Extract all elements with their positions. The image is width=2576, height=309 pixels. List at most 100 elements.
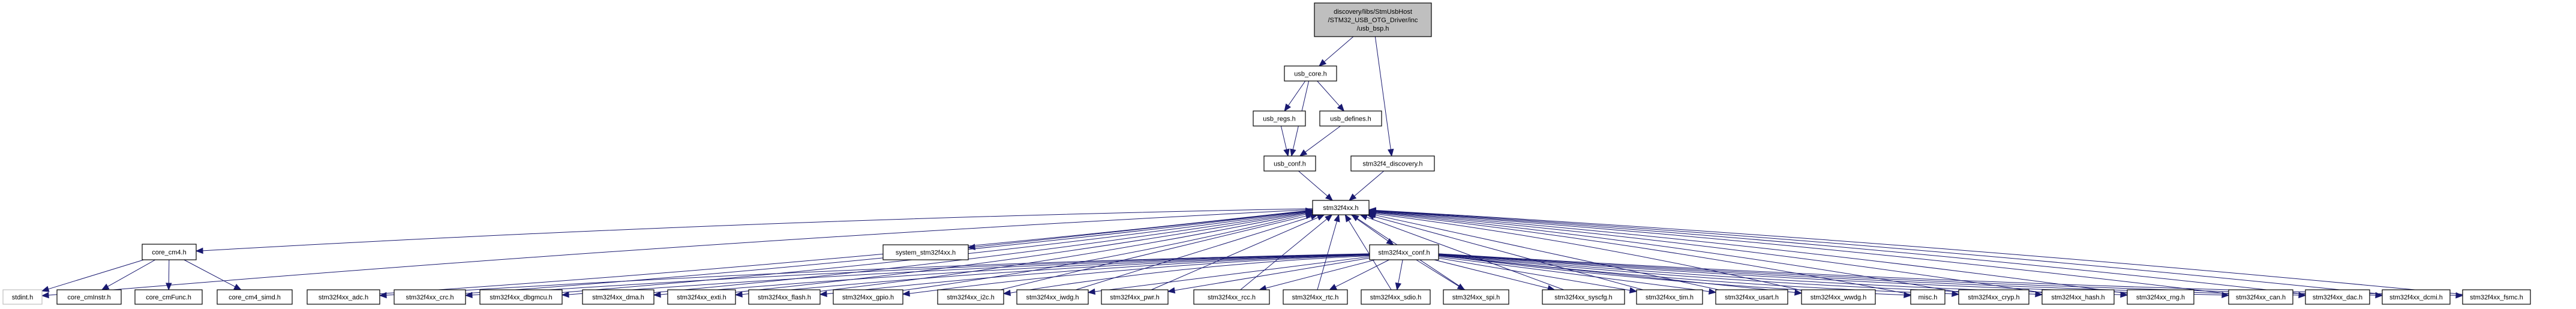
node-simd[interactable]: core_cm4_simd.h: [217, 289, 293, 305]
node-syscfg[interactable]: stm32f4xx_syscfg.h: [1542, 289, 1625, 305]
node-stdint[interactable]: stdint.h: [2, 289, 43, 305]
node-rcc[interactable]: stm32f4xx_rcc.h: [1193, 289, 1270, 305]
edge-line: [1375, 212, 1911, 295]
node-box: [1715, 289, 1788, 305]
node-system[interactable]: system_stm32f4xx.h: [882, 244, 969, 260]
node-box: [2228, 289, 2293, 305]
edge-line: [1335, 259, 1389, 287]
node-label: stm32f4xx_dma.h: [592, 294, 644, 301]
node-exti[interactable]: stm32f4xx_exti.h: [667, 289, 736, 305]
edge-conf-to-crc: [464, 253, 1370, 298]
node-iwdg[interactable]: stm32f4xx_iwdg.h: [1016, 289, 1089, 305]
edge-conf-to-dbgmcu: [561, 253, 1370, 298]
arrowhead-icon: [1329, 284, 1337, 290]
node-cmInstr[interactable]: core_cmInstr.h: [56, 289, 122, 305]
edge-line: [909, 254, 1370, 294]
node-usb-regs[interactable]: usb_regs.h: [1253, 110, 1306, 127]
node-usart[interactable]: stm32f4xx_usart.h: [1715, 289, 1788, 305]
edge-line: [184, 259, 236, 287]
node-i2c[interactable]: stm32f4xx_i2c.h: [937, 289, 1004, 305]
edge-line: [379, 210, 1307, 295]
node-rtc[interactable]: stm32f4xx_rtc.h: [1283, 289, 1348, 305]
node-cmFunc[interactable]: core_cmFunc.h: [134, 289, 203, 305]
edges-layer: [41, 36, 2464, 299]
node-label: stm32f4xx_rng.h: [2136, 294, 2185, 301]
node-box: [2041, 289, 2115, 305]
node-dac[interactable]: stm32f4xx_dac.h: [2305, 289, 2370, 305]
edge-conf-to-adc: [379, 253, 1370, 299]
node-box: [217, 289, 293, 305]
edge-line: [48, 259, 144, 290]
node-hash[interactable]: stm32f4xx_hash.h: [2041, 289, 2115, 305]
node-box: [1542, 289, 1625, 305]
edge-stm32f4xx-to-core_cm4: [195, 208, 1313, 254]
edge-conf-to-spi: [1416, 259, 1466, 290]
arrowhead-icon: [41, 286, 50, 292]
edge-dma-to-stm32f4xx: [653, 209, 1314, 293]
node-usb-core[interactable]: usb_core.h: [1284, 65, 1337, 82]
node-label: stm32f4xx_tim.h: [1646, 294, 1694, 301]
node-wwdg[interactable]: stm32f4xx_wwdg.h: [1801, 289, 1876, 305]
arrowhead-icon: [1351, 214, 1359, 221]
edge-usb_core-to-usb_defines: [1317, 80, 1345, 112]
arrowhead-icon: [902, 290, 910, 297]
node-label: stm32f4_discovery.h: [1362, 161, 1422, 168]
node-label: stm32f4xx_gpio.h: [842, 294, 894, 301]
node-rng[interactable]: stm32f4xx_rng.h: [2127, 289, 2194, 305]
arrowhead-icon: [464, 292, 473, 298]
node-tim[interactable]: stm32f4xx_tim.h: [1636, 289, 1703, 305]
node-adc[interactable]: stm32f4xx_adc.h: [307, 289, 380, 305]
node-box: [937, 289, 1004, 305]
node-box: [667, 289, 736, 305]
node-stm32f4xx[interactable]: stm32f4xx.h: [1312, 200, 1370, 215]
node-can[interactable]: stm32f4xx_can.h: [2228, 289, 2293, 305]
node-misc[interactable]: misc.h: [1910, 289, 1945, 305]
node-fsmc[interactable]: stm32f4xx_fsmc.h: [2462, 289, 2531, 305]
node-discovery[interactable]: stm32f4_discovery.h: [1350, 155, 1435, 172]
edge-line: [1240, 218, 1328, 290]
edge-line: [1438, 256, 1710, 292]
arrowhead-icon: [819, 290, 827, 298]
node-label: stm32f4xx_can.h: [2236, 294, 2286, 301]
node-label: system_stm32f4xx.h: [896, 250, 956, 257]
node-usb-defines[interactable]: usb_defines.h: [1319, 110, 1382, 127]
node-box: [1312, 200, 1370, 215]
node-crc[interactable]: stm32f4xx_crc.h: [394, 289, 466, 305]
node-dcmi[interactable]: stm32f4xx_dcmi.h: [2382, 289, 2451, 305]
node-label: stm32f4xx_fsmc.h: [2470, 294, 2523, 301]
node-label: stm32f4xx_dac.h: [2313, 294, 2362, 301]
arrowhead-icon: [1951, 290, 1960, 297]
node-label: core_cmInstr.h: [67, 294, 110, 301]
arrowhead-icon: [1319, 59, 1327, 67]
node-dma[interactable]: stm32f4xx_dma.h: [582, 289, 654, 305]
node-conf[interactable]: stm32f4xx_conf.h: [1369, 244, 1439, 260]
edge-conf-to-rtc: [1329, 259, 1389, 290]
edge-line: [1317, 221, 1338, 290]
arrowhead-icon: [1368, 207, 1376, 214]
node-box: [748, 289, 821, 305]
node-label: core_cmFunc.h: [146, 294, 191, 301]
node-label: stm32f4xx_dbgmcu.h: [490, 294, 553, 301]
edge-line: [1434, 259, 1548, 289]
edge-line: [1317, 80, 1340, 107]
edge-rtc-to-stm32f4xx: [1317, 214, 1340, 290]
edge-conf-to-cryp: [1438, 254, 1960, 297]
node-label: stm32f4xx_adc.h: [319, 294, 368, 301]
node-usb-conf[interactable]: usb_conf.h: [1263, 155, 1316, 172]
edge-line: [1305, 125, 1341, 152]
node-pwr[interactable]: stm32f4xx_pwr.h: [1101, 289, 1169, 305]
node-gpio[interactable]: stm32f4xx_gpio.h: [833, 289, 903, 305]
node-cryp[interactable]: stm32f4xx_cryp.h: [1958, 289, 2029, 305]
node-flash[interactable]: stm32f4xx_flash.h: [748, 289, 821, 305]
node-dbgmcu[interactable]: stm32f4xx_dbgmcu.h: [479, 289, 563, 305]
edge-line: [568, 253, 1370, 295]
arrowhead-icon: [1349, 193, 1357, 201]
node-core-cm4[interactable]: core_cm4.h: [142, 244, 197, 260]
node-label: stm32f4xx_usart.h: [1725, 294, 1779, 301]
node-label: misc.h: [1919, 294, 1938, 301]
arrowhead-icon: [379, 292, 387, 299]
arrowhead-icon: [653, 291, 661, 298]
node-sdio[interactable]: stm32f4xx_sdio.h: [1361, 289, 1431, 305]
node-spi[interactable]: stm32f4xx_spi.h: [1443, 289, 1509, 305]
node-label: core_cm4_simd.h: [229, 294, 281, 301]
